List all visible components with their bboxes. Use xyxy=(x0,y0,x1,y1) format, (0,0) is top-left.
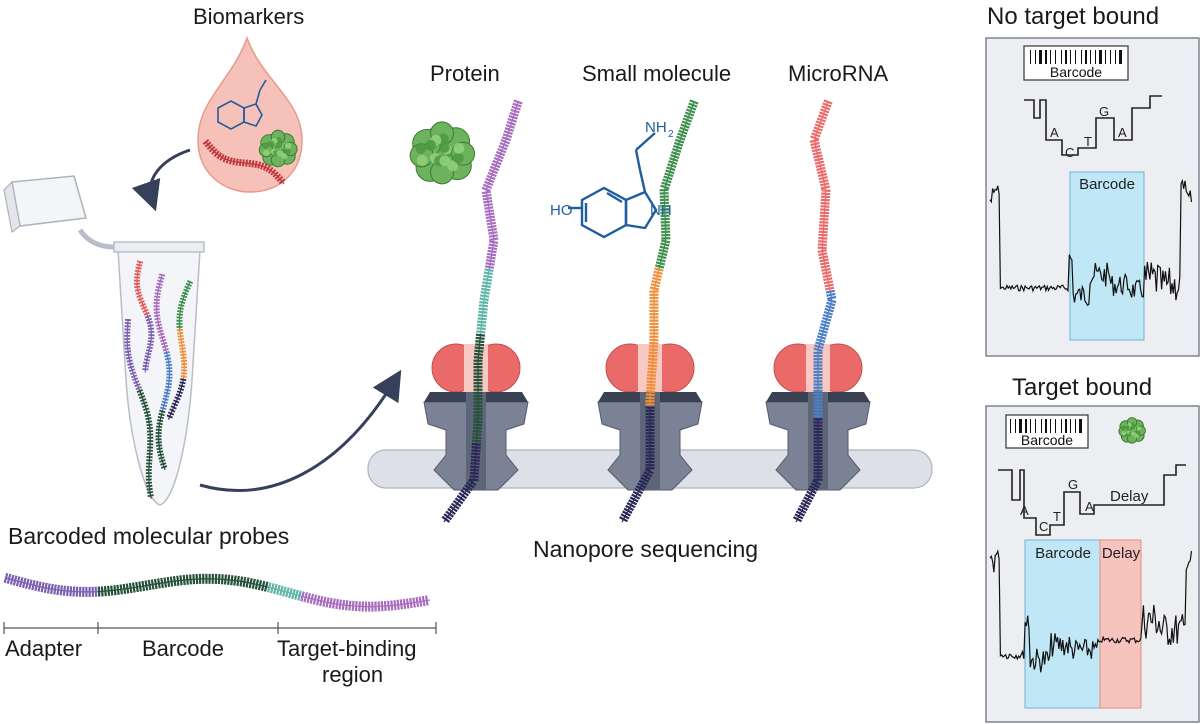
bottom-barcode-tag-label: Barcode xyxy=(1021,432,1073,448)
molecule-nh2: NH xyxy=(645,119,667,136)
panel-title-target: Target bound xyxy=(1012,374,1153,401)
probe-axis xyxy=(3,622,437,634)
droplet-protein-blob xyxy=(258,129,298,168)
bottom-protein-icon xyxy=(1118,417,1146,444)
bottom-barcode-region xyxy=(1024,539,1101,709)
tube-probe-1 xyxy=(133,260,155,373)
biomarkers-label: Biomarkers xyxy=(193,4,305,29)
microrna-probe-strand xyxy=(792,99,837,523)
top-base-2: T xyxy=(1084,134,1092,149)
target-binding-label-line2: region xyxy=(322,662,384,687)
top-barcode-tag xyxy=(1023,45,1129,81)
tube-probe-4 xyxy=(124,318,154,499)
droplet-protein xyxy=(258,129,298,168)
bottom-delay-region-label: Delay xyxy=(1102,545,1141,562)
top-base-3: G xyxy=(1099,104,1109,119)
droplet-small-molecule xyxy=(217,79,267,130)
eppendorf-tube xyxy=(3,175,205,506)
top-base-1: C xyxy=(1065,145,1074,160)
biomarker-droplet xyxy=(197,35,303,193)
small-molecule-structure xyxy=(568,132,658,239)
nanopore-1 xyxy=(423,343,529,491)
small-molecule-probe-strand xyxy=(619,99,699,523)
molecule-nh: NH xyxy=(650,202,672,219)
arrow-to-tube xyxy=(131,148,191,212)
bottom-base-1: C xyxy=(1039,519,1048,534)
microrna-label: MicroRNA xyxy=(788,61,889,86)
bottom-region-label: Barcode xyxy=(1035,545,1091,562)
tube-probe-2 xyxy=(153,273,173,471)
probe-strand xyxy=(3,572,431,612)
top-current-trace xyxy=(989,178,1193,307)
tube-probe-3 xyxy=(166,279,194,420)
target-binding-label-line1: Target-binding xyxy=(277,636,417,661)
protein-label: Protein xyxy=(430,61,500,86)
bottom-base-3: G xyxy=(1068,477,1078,492)
molecule-ho: HO xyxy=(550,202,573,219)
top-base-4: A xyxy=(1118,125,1127,140)
bottom-step-trace xyxy=(998,464,1186,536)
panel-title-no-target: No target bound xyxy=(987,3,1160,30)
probes-label: Barcoded molecular probes xyxy=(8,523,290,549)
bottom-base-2: T xyxy=(1053,509,1061,524)
bottom-delay-region xyxy=(1099,539,1142,709)
droplet-rna-strand xyxy=(202,139,286,185)
probe-strand-ladder xyxy=(3,572,431,612)
molecule-nh2-sub: 2 xyxy=(668,129,674,140)
top-step-trace xyxy=(1024,95,1162,156)
small-molecule-label: Small molecule xyxy=(582,61,732,86)
top-barcode-tag-label: Barcode xyxy=(1050,64,1102,80)
bound-protein xyxy=(409,121,476,185)
bottom-base-0: A xyxy=(1020,503,1029,518)
bottom-base-4: A xyxy=(1085,499,1094,514)
adapter-label: Adapter xyxy=(5,636,83,661)
bottom-current-trace xyxy=(989,549,1193,673)
arrow-to-sequencing xyxy=(199,369,402,492)
top-barcode-region xyxy=(1069,171,1145,341)
top-base-0: A xyxy=(1050,125,1059,140)
tube-probes xyxy=(124,260,194,499)
bottom-delay-step-label: Delay xyxy=(1110,488,1149,505)
sequencing-label: Nanopore sequencing xyxy=(533,536,759,562)
top-region-label: Barcode xyxy=(1079,176,1135,193)
droplet-rna xyxy=(202,139,286,185)
bottom-barcode-tag xyxy=(1005,414,1089,449)
protein-probe-strand xyxy=(441,99,523,523)
panel-protein-blob xyxy=(1118,417,1146,444)
bound-protein-blob xyxy=(409,121,476,185)
barcode-label: Barcode xyxy=(142,636,224,661)
